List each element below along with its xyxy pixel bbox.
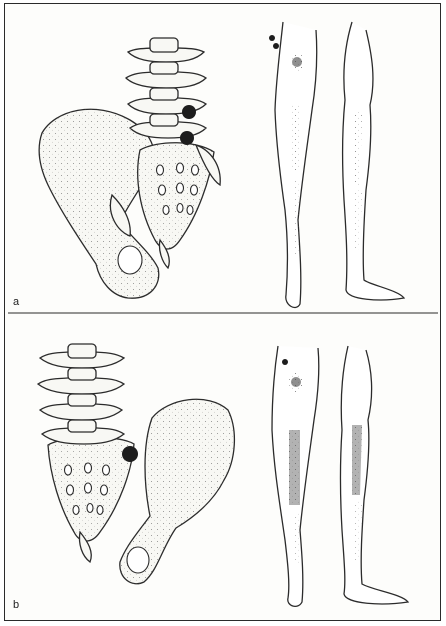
- panel-a-lesion-l5: [180, 131, 194, 145]
- panel-a-lumbar-spine: [126, 38, 206, 138]
- panel-b-leg-posterior: [272, 346, 319, 606]
- panel-a: [39, 22, 404, 307]
- panel-b-pelvis: [120, 399, 235, 583]
- panel-a-leg-posterior: [269, 22, 317, 307]
- panel-b-lumbar-spine: [38, 344, 124, 444]
- panel-b-leg-lateral: [341, 346, 409, 604]
- panel-a-leg-lateral: [343, 22, 404, 300]
- panel-b-lesion-s1: [122, 446, 138, 462]
- panel-a-lesion-l4: [182, 105, 196, 119]
- panel-b-sacrum: [48, 437, 134, 562]
- panel-b: [38, 344, 408, 606]
- panel-a-sacrum: [138, 143, 221, 268]
